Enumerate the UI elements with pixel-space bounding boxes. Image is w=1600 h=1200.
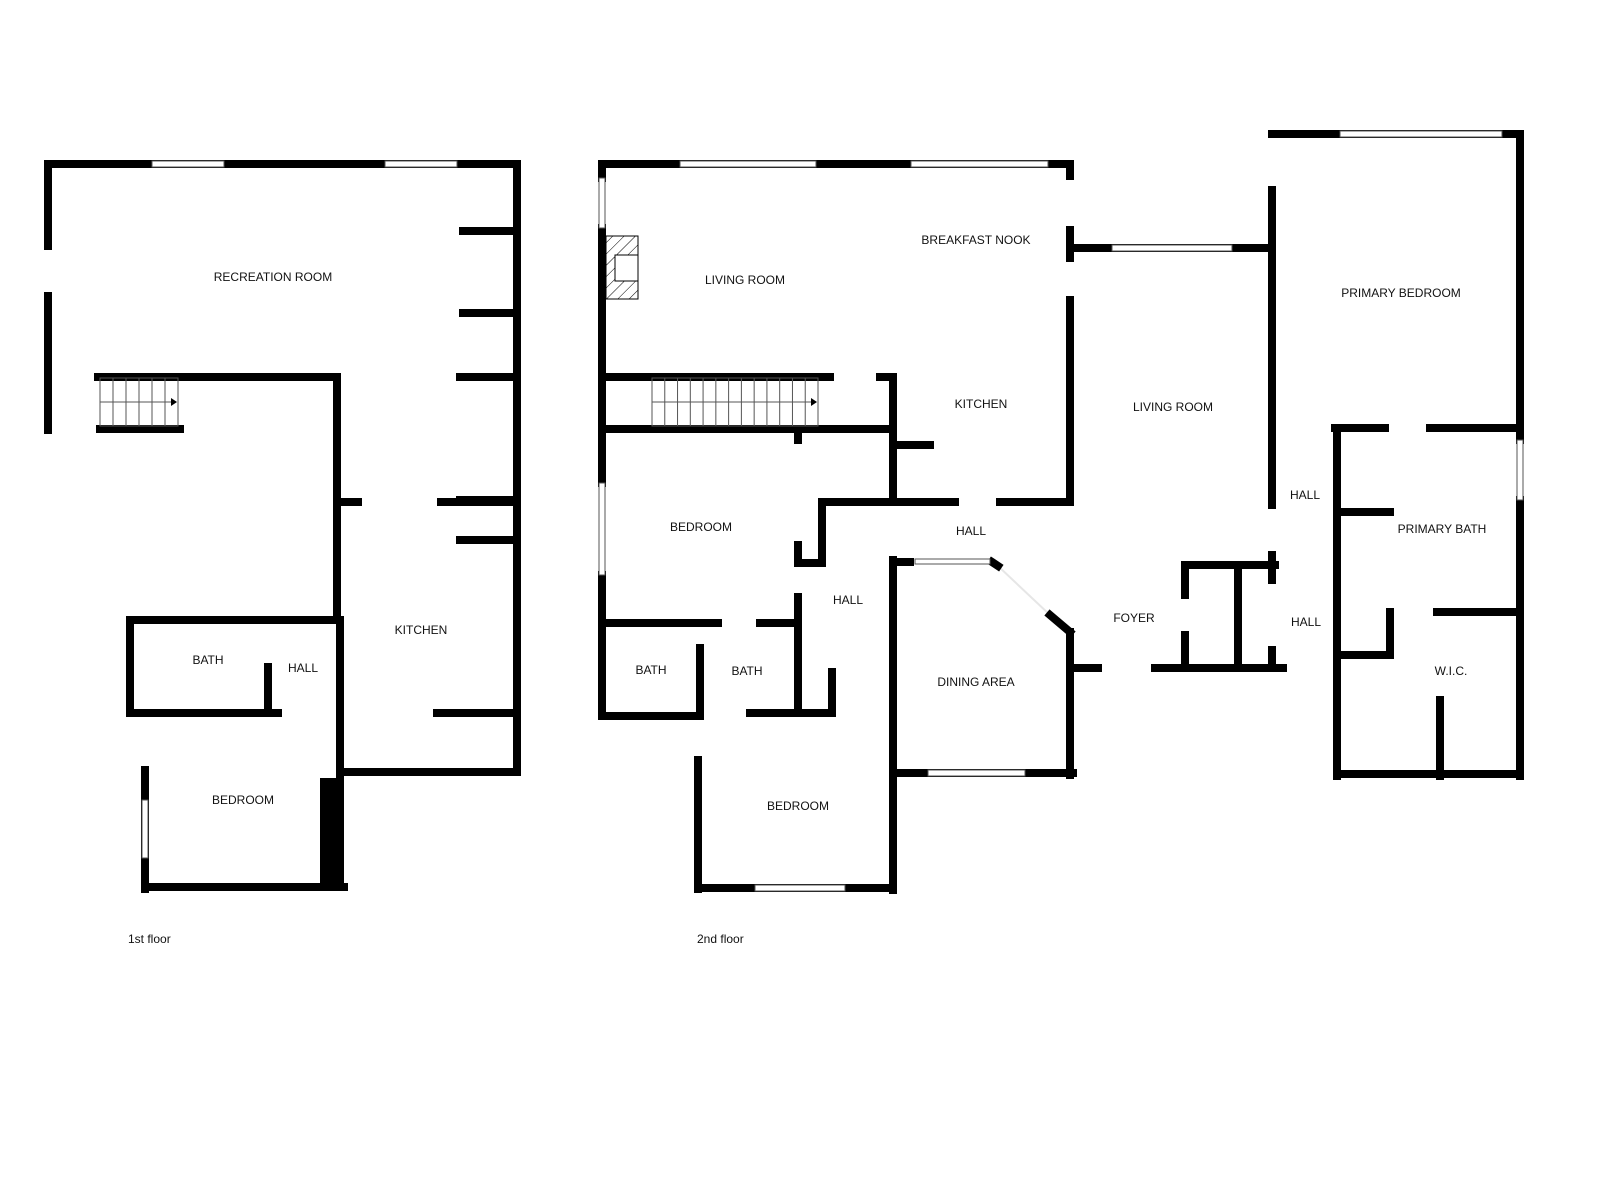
room-label: BEDROOM [212, 793, 274, 807]
room-label: DINING AREA [937, 675, 1014, 689]
window [679, 160, 817, 168]
window [598, 177, 606, 229]
window [1111, 244, 1233, 252]
second-floor-plan: 2nd floor LIVING ROOM BREAKFAST NOOK KITCH… [598, 130, 1524, 946]
window [754, 884, 846, 892]
room-label: PRIMARY BATH [1398, 522, 1487, 536]
room-label: HALL [956, 524, 986, 538]
walls [44, 160, 521, 893]
room-label: BEDROOM [767, 799, 829, 813]
window [927, 769, 1026, 777]
room-label: BEDROOM [670, 520, 732, 534]
floor-caption: 2nd floor [697, 932, 744, 946]
room-label: LIVING ROOM [705, 273, 785, 287]
floor-caption: 1st floor [128, 932, 171, 946]
room-label: HALL [1290, 488, 1320, 502]
window [1516, 439, 1524, 501]
room-label: HALL [288, 661, 318, 675]
room-label: W.I.C. [1435, 664, 1468, 678]
window [598, 482, 606, 576]
walls [598, 130, 1524, 894]
room-label: PRIMARY BEDROOM [1341, 286, 1461, 300]
room-label: BATH [731, 664, 762, 678]
stair-arrow-icon [171, 398, 177, 406]
room-label: BATH [192, 653, 223, 667]
room-label: HALL [833, 593, 863, 607]
fireplace [605, 235, 639, 300]
wall [986, 556, 1004, 572]
room-label: BATH [635, 663, 666, 677]
room-label: KITCHEN [955, 397, 1008, 411]
window [384, 160, 458, 168]
room-label: KITCHEN [395, 623, 448, 637]
windows [141, 160, 458, 859]
room-label: RECREATION ROOM [214, 270, 332, 284]
windows [598, 130, 1524, 892]
window [141, 799, 149, 859]
window [914, 558, 991, 565]
window [151, 160, 225, 168]
staircase [99, 377, 179, 427]
staircase [651, 377, 819, 427]
room-label: HALL [1291, 615, 1321, 629]
angled-door [997, 565, 1051, 616]
first-floor-plan: 1st floor RECREATION ROOM KITCHEN BATH HALL… [44, 160, 521, 946]
room-label: BREAKFAST NOOK [921, 233, 1030, 247]
room-label: LIVING ROOM [1133, 400, 1213, 414]
thick-wall-block [320, 778, 344, 891]
window [910, 160, 1049, 168]
stair-arrow-icon [811, 398, 817, 406]
window [1339, 130, 1503, 138]
room-label: FOYER [1113, 611, 1155, 625]
